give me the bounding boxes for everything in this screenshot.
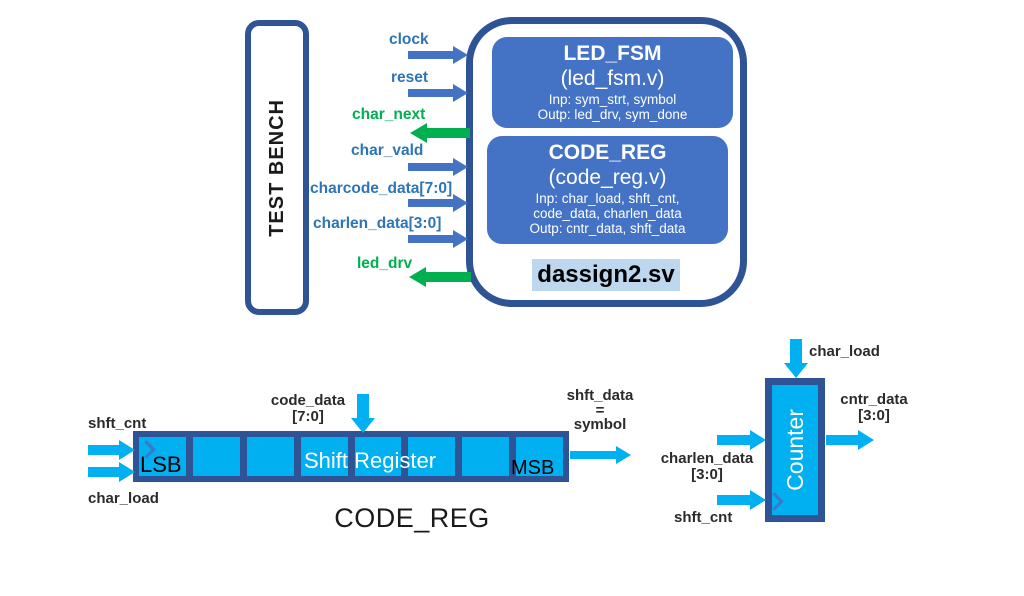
shift-register-cell	[408, 437, 456, 476]
shift-register-cell	[516, 437, 563, 476]
char-next-arrow-icon	[410, 123, 470, 143]
code-reg-box: CODE_REG (code_reg.v) Inp: char_load, sh…	[487, 136, 728, 244]
symbol-label: symbol	[573, 416, 627, 433]
shft-data-output-label: shft_data	[566, 387, 634, 404]
shift-register-caption: CODE_REG	[334, 503, 490, 533]
code-data-arrow-icon	[351, 394, 375, 433]
shft-cnt-arrow-icon	[88, 440, 135, 460]
code-reg-outputs: Outp: cntr_data, shft_data	[529, 221, 686, 236]
led-fsm-box: LED_FSM (led_fsm.v) Inp: sym_strt, symbo…	[492, 37, 733, 128]
code-reg-inputs-line1: Inp: char_load, shft_cnt,	[535, 191, 680, 206]
shift-register-cell	[462, 437, 510, 476]
counter-shft-cnt-arrow-icon	[717, 490, 766, 510]
counter-shft-cnt-label: shft_cnt	[674, 509, 733, 526]
shift-register-cell	[354, 437, 402, 476]
shift-register-cell	[246, 437, 294, 476]
shft-data-arrow-icon	[570, 446, 631, 464]
led-fsm-inputs: Inp: sym_strt, symbol	[548, 92, 677, 107]
code-reg-title: CODE_REG	[548, 141, 667, 164]
code-data-label: code_data	[270, 392, 346, 409]
shift-register-cell	[192, 437, 240, 476]
shift-register-cell	[139, 437, 186, 476]
signal-label-charlen-data: charlen_data[3:0]	[313, 215, 442, 232]
msb-label: MSB	[511, 457, 555, 479]
signal-label-char-next: char_next	[352, 106, 426, 123]
charcode-data-arrow-icon	[408, 194, 468, 212]
led-fsm-outputs: Outp: led_drv, sym_done	[537, 107, 688, 122]
shift-register-label: Shift Register	[303, 448, 437, 473]
code-data-bits-label: [7:0]	[292, 408, 324, 425]
charlen-data-arrow-icon	[408, 230, 468, 248]
file-label: dassign2.sv	[532, 259, 680, 291]
signal-label-clock: clock	[389, 31, 429, 48]
clock-arrow-icon	[408, 46, 468, 64]
counter-char-load-label: char_load	[809, 343, 880, 360]
signal-label-charcode-data: charcode_data[7:0]	[310, 180, 453, 197]
shft-cnt-input-label: shft_cnt	[88, 415, 147, 432]
counter-charlen-data-arrow-icon	[717, 430, 766, 450]
cntr-data-output-label: cntr_data	[840, 391, 908, 408]
cntr-data-arrow-icon	[826, 430, 874, 450]
equals-label: =	[595, 401, 605, 419]
reset-arrow-icon	[408, 84, 468, 102]
counter-charlen-data-bits-label: [3:0]	[691, 466, 723, 483]
char-load-input-label: char_load	[88, 490, 159, 507]
char-vald-arrow-icon	[408, 158, 468, 176]
led-fsm-filename: (led_fsm.v)	[560, 67, 665, 90]
test-bench-label: TEST BENCH	[265, 98, 288, 237]
lsb-label: LSB	[140, 452, 182, 477]
shift-register-box	[133, 431, 569, 482]
code-reg-filename: (code_reg.v)	[548, 166, 667, 189]
led-fsm-title: LED_FSM	[563, 42, 662, 65]
counter-charlen-data-label: charlen_data	[660, 450, 754, 467]
signal-label-char-vald: char_vald	[351, 142, 424, 159]
shift-register-cell	[300, 437, 348, 476]
char-load-arrow-icon	[88, 462, 135, 482]
counter-label: Counter	[781, 409, 808, 491]
signal-label-led-drv: led_drv	[357, 255, 413, 272]
counter-box: Counter	[765, 378, 825, 522]
cntr-data-bits-label: [3:0]	[858, 407, 890, 424]
counter-char-load-arrow-icon	[784, 339, 808, 378]
test-bench-box: TEST BENCH	[245, 20, 309, 315]
led-drv-arrow-icon	[409, 267, 471, 287]
code-reg-inputs-line2: code_data, charlen_data	[533, 206, 682, 221]
signal-label-reset: reset	[391, 69, 429, 86]
